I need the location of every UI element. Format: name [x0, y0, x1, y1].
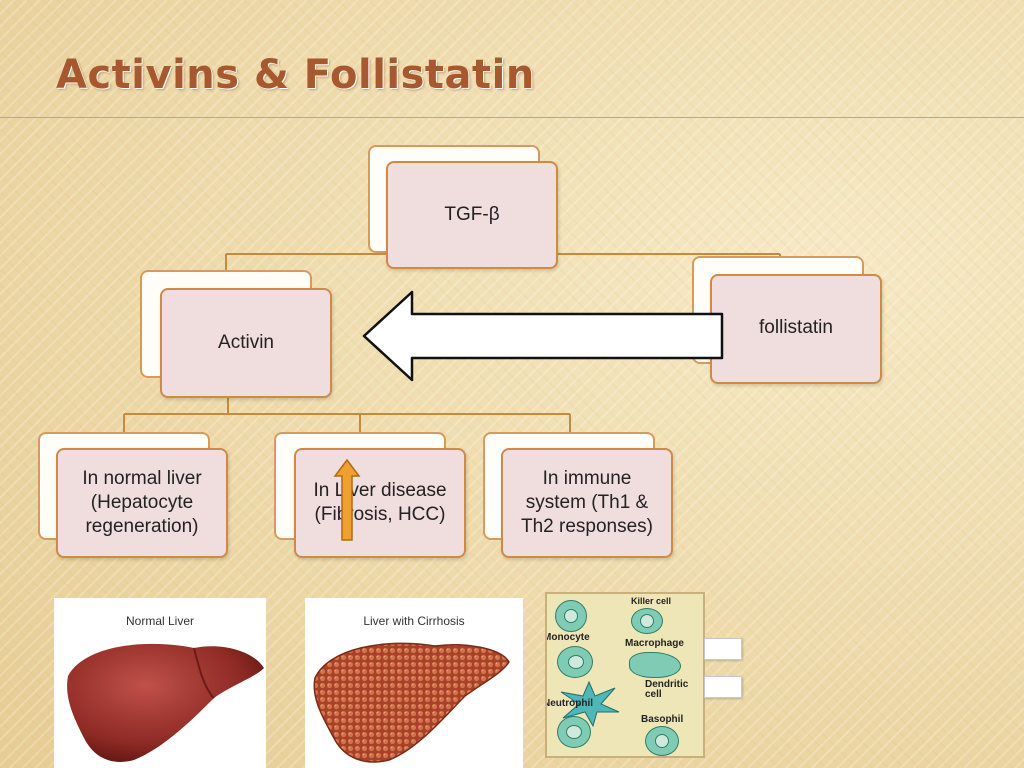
immune-system-node: In immune system (Th1 & Th2 responses) — [483, 432, 675, 560]
tgf-beta-label: TGF-β — [386, 161, 558, 269]
monocyte-icon — [557, 646, 593, 678]
label-box — [704, 676, 742, 698]
title-underline — [0, 117, 1024, 118]
normal-liver-caption: Normal Liver — [125, 614, 194, 628]
activin-label: Activin — [160, 288, 332, 398]
dendritic-cell-icon — [560, 680, 620, 728]
normal-liver-image: Normal Liver — [54, 598, 266, 768]
normal-liver-illustration — [67, 643, 264, 762]
cirrhosis-liver-image: Liver with Cirrhosis — [305, 598, 523, 768]
liver-disease-label: In Liver disease (Fibrosis, HCC) — [294, 448, 466, 558]
normal-liver-node: In normal liver (Hepatocyte regeneration… — [38, 432, 230, 560]
slide-title: Activins & Follistatin — [56, 52, 535, 98]
killer-cell-label: Killer cell — [631, 596, 672, 606]
immune-cells-image: Killer cell Monocyte Macrophage Dendriti… — [545, 592, 705, 758]
basophil-icon — [645, 726, 679, 756]
cirrhosis-caption: Liver with Cirrhosis — [363, 614, 465, 628]
basophil-label: Basophil — [641, 714, 684, 725]
neutrophil-label: Neutrophil — [545, 698, 593, 709]
normal-liver-label: In normal liver (Hepatocyte regeneration… — [56, 448, 228, 558]
liver-disease-node: In Liver disease (Fibrosis, HCC) — [274, 432, 468, 560]
macrophage-label: Macrophage — [625, 638, 684, 649]
immune-system-label: In immune system (Th1 & Th2 responses) — [501, 448, 673, 558]
follistatin-label: follistatin — [710, 274, 882, 384]
cell-icon — [555, 600, 587, 632]
activin-node: Activin — [140, 270, 334, 400]
monocyte-label: Monocyte — [545, 632, 590, 643]
neutrophil-icon — [557, 716, 591, 748]
cell-icon — [631, 608, 663, 634]
inhibition-arrow — [362, 290, 724, 382]
increase-arrow-icon — [333, 458, 361, 541]
cirrhosis-liver-illustration — [313, 642, 510, 763]
macrophage-icon — [629, 652, 681, 678]
label-box — [704, 638, 742, 660]
dendritic-cell-label: Dendritic cell — [645, 679, 689, 700]
tgf-beta-node: TGF-β — [368, 145, 560, 273]
